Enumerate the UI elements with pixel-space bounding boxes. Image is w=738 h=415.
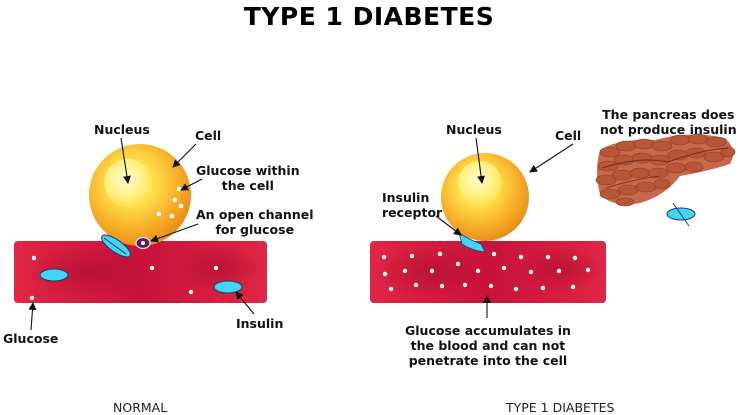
caption-type1: TYPE 1 DIABETES — [506, 400, 615, 415]
insulin-receptor-type1 — [458, 232, 486, 253]
label-pancreas-note: The pancreas does not produce insulin — [600, 107, 737, 137]
label-nucleus-normal: Nucleus — [94, 122, 150, 137]
insulin-molecule-icon — [39, 268, 69, 282]
insulin-receptor-normal — [101, 234, 131, 258]
page-title: TYPE 1 DIABETES — [243, 2, 495, 31]
type1-panel — [370, 133, 736, 318]
nucleus-normal — [104, 159, 152, 207]
normal-panel — [14, 137, 267, 331]
label-open-channel: An open channel for glucose — [196, 207, 314, 237]
glucose-in-blood-normal — [29, 255, 219, 301]
insulin-molecule-icon — [213, 280, 243, 294]
label-glucose: Glucose — [3, 331, 59, 346]
blocked-insulin-icon — [666, 202, 696, 227]
label-glucose-accumulates: Glucose accumulates in the blood and can… — [405, 323, 571, 368]
label-insulin: Insulin — [236, 316, 284, 331]
label-glucose-within-cell: Glucose within the cell — [196, 163, 300, 193]
caption-normal: NORMAL — [113, 400, 168, 415]
label-cell-normal: Cell — [195, 128, 222, 143]
glucose-in-blood-type1 — [381, 251, 591, 292]
label-cell-type1: Cell — [555, 128, 582, 143]
label-nucleus-type1: Nucleus — [446, 122, 502, 137]
pancreas-icon — [595, 133, 736, 207]
label-insulin-receptor: Insulin receptor — [382, 190, 443, 220]
